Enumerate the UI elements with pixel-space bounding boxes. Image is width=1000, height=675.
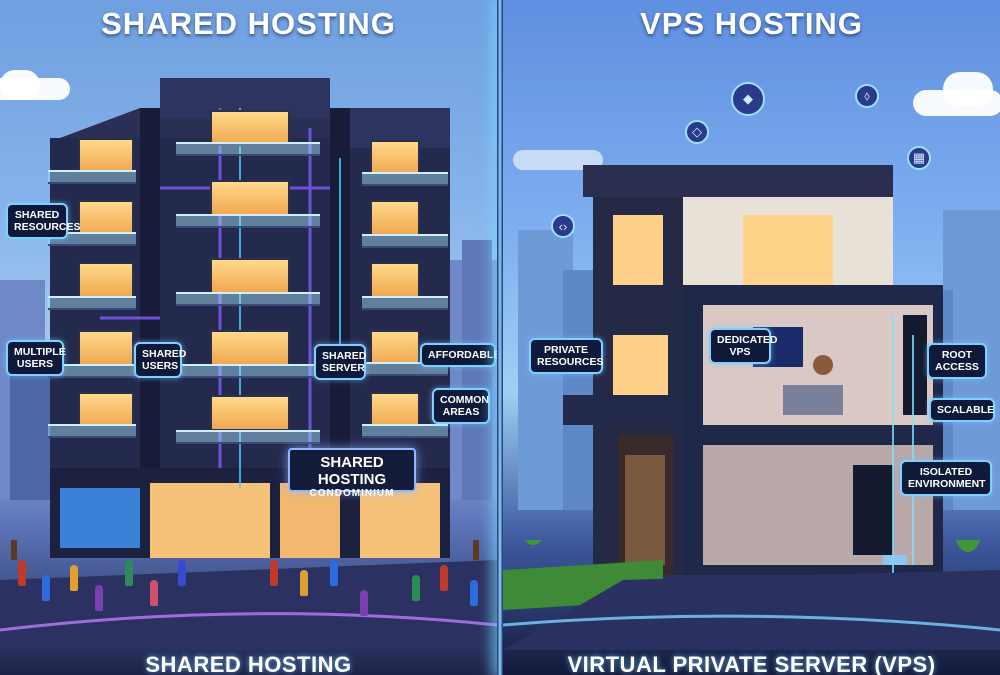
label-shared-resources: SHARED RESOURCES	[6, 203, 81, 239]
balcony-rail	[176, 292, 320, 306]
person	[42, 575, 50, 601]
window	[78, 200, 134, 236]
vps-house	[563, 165, 953, 595]
person	[70, 565, 78, 591]
shared-hosting-panel: SHARED HOSTING CONDOMINIUM SHARED RESOUR…	[0, 0, 497, 675]
window	[210, 330, 290, 366]
label-isolated-environment: ISOLATED ENVIRONMENT	[900, 460, 992, 496]
person	[470, 580, 478, 606]
person	[178, 560, 186, 586]
server-icon: ▦	[907, 146, 931, 170]
person	[95, 585, 103, 611]
label-root-access: ROOT ACCESS	[927, 343, 987, 379]
label-common-areas: COMMON AREAS	[432, 388, 490, 424]
label-dedicated-vps: DEDICATED VPS	[709, 328, 777, 364]
window	[78, 138, 134, 174]
window	[210, 110, 290, 146]
vps-hosting-title: VPS HOSTING	[640, 6, 863, 41]
balcony-rail	[176, 364, 320, 378]
sign-title: SHARED HOSTING	[317, 454, 387, 488]
window	[210, 180, 290, 216]
balcony-rail	[362, 234, 448, 248]
balcony-rail	[48, 170, 136, 184]
label-scalable: SCALABLE	[929, 398, 995, 422]
label-shared-users: SHARED USERS	[134, 342, 186, 378]
sign-subtitle: CONDOMINIUM	[309, 488, 395, 499]
label-multiple-users: MULTIPLE USERS	[6, 340, 66, 376]
cloud	[513, 150, 603, 170]
window	[210, 258, 290, 294]
person	[440, 565, 448, 591]
balcony-rail	[362, 172, 448, 186]
window	[370, 200, 420, 236]
window	[370, 262, 420, 298]
lawn	[503, 540, 1000, 650]
condominium-sign: SHARED HOSTING CONDOMINIUM	[288, 448, 416, 499]
person	[300, 570, 308, 596]
vps-hosting-panel: ◆ ▦ ‹› ◇ ⬨	[503, 0, 1000, 675]
window	[78, 330, 134, 366]
street	[0, 540, 497, 650]
balcony-rail	[176, 430, 320, 444]
person	[270, 560, 278, 586]
person	[125, 560, 133, 586]
person	[150, 580, 158, 606]
vps-caption: VIRTUAL PRIVATE SERVER (VPS)	[567, 652, 936, 675]
balcony-rail	[362, 296, 448, 310]
settings-icon: ⬨	[855, 84, 879, 108]
cube-icon: ◆	[731, 82, 765, 116]
window	[78, 262, 134, 298]
person	[412, 575, 420, 601]
glowing-divider	[497, 0, 503, 675]
window	[78, 392, 134, 428]
balcony-rail	[176, 214, 320, 228]
shared-hosting-title: SHARED HOSTING	[101, 6, 396, 41]
cloud	[0, 70, 40, 100]
person	[330, 560, 338, 586]
cloud	[943, 72, 993, 106]
balcony-rail	[362, 424, 448, 438]
balcony-rail	[48, 296, 136, 310]
balcony-rail	[176, 142, 320, 156]
shield-icon: ◇	[685, 120, 709, 144]
label-affordable: AFFORDABLE	[420, 343, 497, 367]
label-shared-server: SHARED SERVER	[314, 344, 366, 380]
window	[370, 392, 420, 428]
person	[360, 590, 368, 616]
person	[18, 560, 26, 586]
shared-hosting-caption: SHARED HOSTING	[145, 652, 352, 675]
code-icon: ‹›	[551, 214, 575, 238]
window	[370, 140, 420, 176]
balcony-rail	[48, 424, 136, 438]
window	[370, 330, 420, 366]
window	[210, 395, 290, 431]
balcony-rail	[48, 364, 136, 378]
label-private-resources: PRIVATE RESOURCES	[529, 338, 604, 374]
balcony-rail	[48, 232, 136, 246]
